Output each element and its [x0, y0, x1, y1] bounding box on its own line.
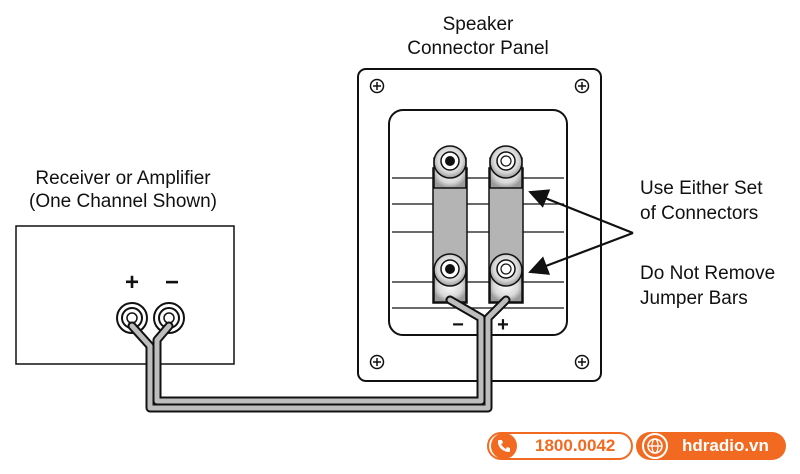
- panel-screw-bottom-right: [574, 354, 590, 370]
- panel-screw-top-right: [574, 78, 590, 94]
- panel-minus-sign: −: [452, 314, 464, 336]
- callout-jumpers-line2: Jumper Bars: [640, 288, 748, 309]
- panel-plus-sign: +: [497, 314, 509, 336]
- website-url: hdradio.vn: [682, 436, 769, 455]
- website-badge[interactable]: hdradio.vn: [636, 432, 786, 460]
- panel-screw-bottom-left: [369, 354, 385, 370]
- receiver-title-line2: (One Channel Shown): [29, 191, 217, 212]
- upper-post-negative: [433, 145, 467, 189]
- panel-title-line1: Speaker: [443, 14, 514, 35]
- globe-icon: [642, 433, 668, 459]
- lower-post-positive: [489, 253, 523, 303]
- speaker-cable: [127, 295, 511, 413]
- phone-badge[interactable]: 1800.0042: [487, 432, 633, 460]
- receiver-title-line1: Receiver or Amplifier: [35, 168, 211, 189]
- callout-jumpers-line1: Do Not Remove: [640, 263, 775, 284]
- connector-recess: [388, 109, 568, 336]
- upper-post-positive: [489, 145, 523, 189]
- panel-title-line2: Connector Panel: [407, 38, 549, 59]
- receiver-minus-sign: −: [165, 269, 179, 296]
- callout-connectors-line2: of Connectors: [640, 203, 758, 224]
- receiver-box: [15, 225, 235, 365]
- panel-screw-top-left: [369, 78, 385, 94]
- callout-connectors-line1: Use Either Set: [640, 178, 763, 199]
- phone-number: 1800.0042: [535, 436, 616, 455]
- receiver-terminal-minus: [153, 302, 185, 334]
- phone-icon: [491, 433, 517, 459]
- lower-post-negative: [433, 253, 467, 303]
- callout-arrows: [528, 189, 634, 275]
- receiver-plus-sign: +: [125, 269, 139, 296]
